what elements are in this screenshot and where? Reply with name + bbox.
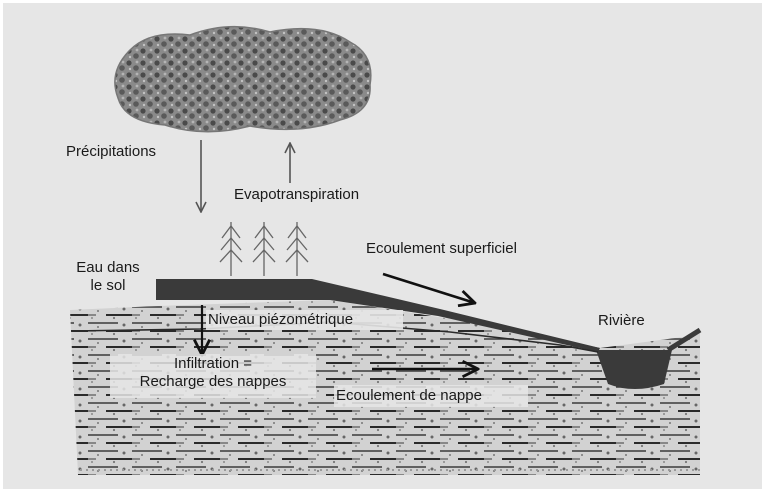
tree-icon [219,222,243,276]
river-channel [596,350,672,389]
cloud-icon [114,25,372,133]
label-bg-nappe [334,385,528,407]
label-infiltration-line1: Infiltration = [174,355,252,372]
label-eau-dans-le-sol: Eau dans le sol [58,259,158,295]
label-infiltration-line2: Recharge des nappes [139,373,287,390]
soil-water-band [156,279,600,352]
label-bg-infiltration [110,354,316,398]
label-precipitations: Précipitations [66,143,157,160]
label-ecoulement-nappe: Ecoulement de nappe [336,387,482,404]
label-infiltration: Infiltration = Recharge des nappes [106,355,320,391]
label-eau-dans-line2: le sol [90,277,126,294]
label-ecoulement-superficiel: Ecoulement superficiel [366,240,517,257]
label-bg-piezo [206,310,403,330]
right-bank [666,327,702,353]
tree-icon [285,222,309,276]
label-niveau-piezometrique: Niveau piézométrique [208,311,354,328]
surface-runoff-arrow [382,272,475,303]
label-riviere: Rivière [598,312,645,329]
label-evapotranspiration: Evapotranspiration [234,186,360,203]
label-eau-dans-line1: Eau dans [76,259,140,276]
tree-icon [252,222,276,276]
